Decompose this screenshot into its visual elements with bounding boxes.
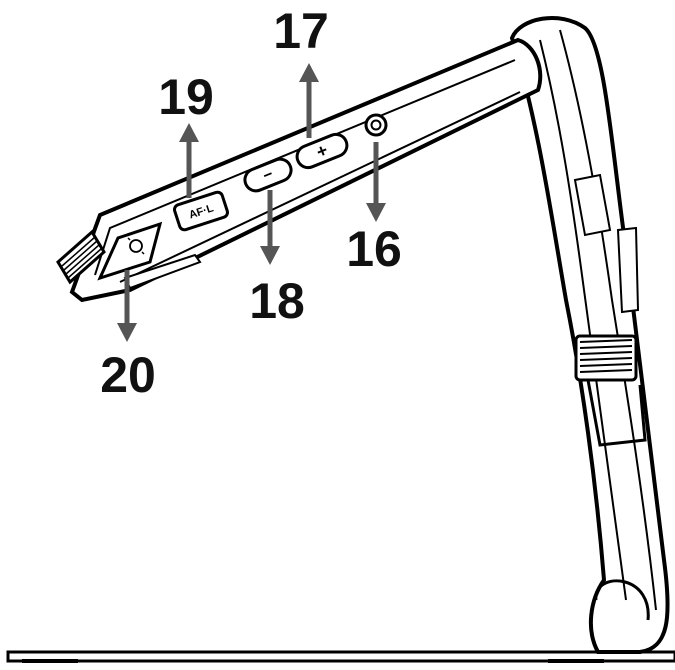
af-lock-button[interactable]: AF·L	[173, 190, 229, 232]
camera-capture-icon	[127, 237, 145, 255]
zoom-in-button[interactable]: +	[294, 131, 350, 171]
callout-labels: 16 17 18 19 20	[100, 3, 402, 403]
capture-button[interactable]	[97, 221, 163, 281]
vertical-arm	[509, 15, 670, 654]
camera-arm	[69, 37, 543, 303]
callout-18: 18	[249, 273, 305, 329]
arrow-18	[260, 190, 280, 265]
arrow-16	[366, 142, 386, 222]
headphone-jack-icon	[370, 119, 382, 131]
tilt-knob	[574, 334, 638, 382]
arrow-20	[117, 270, 137, 342]
callout-16: 16	[346, 221, 402, 277]
callout-arrows	[117, 63, 386, 342]
focus-wheel	[56, 229, 106, 285]
callout-20: 20	[100, 347, 156, 403]
base-plate	[6, 650, 675, 663]
zoom-out-button[interactable]: −	[242, 156, 295, 194]
callout-19: 19	[158, 69, 214, 125]
arrow-17	[299, 63, 319, 138]
arrow-19	[179, 123, 199, 198]
headphone-jack[interactable]	[364, 113, 388, 137]
callout-17: 17	[273, 3, 329, 59]
